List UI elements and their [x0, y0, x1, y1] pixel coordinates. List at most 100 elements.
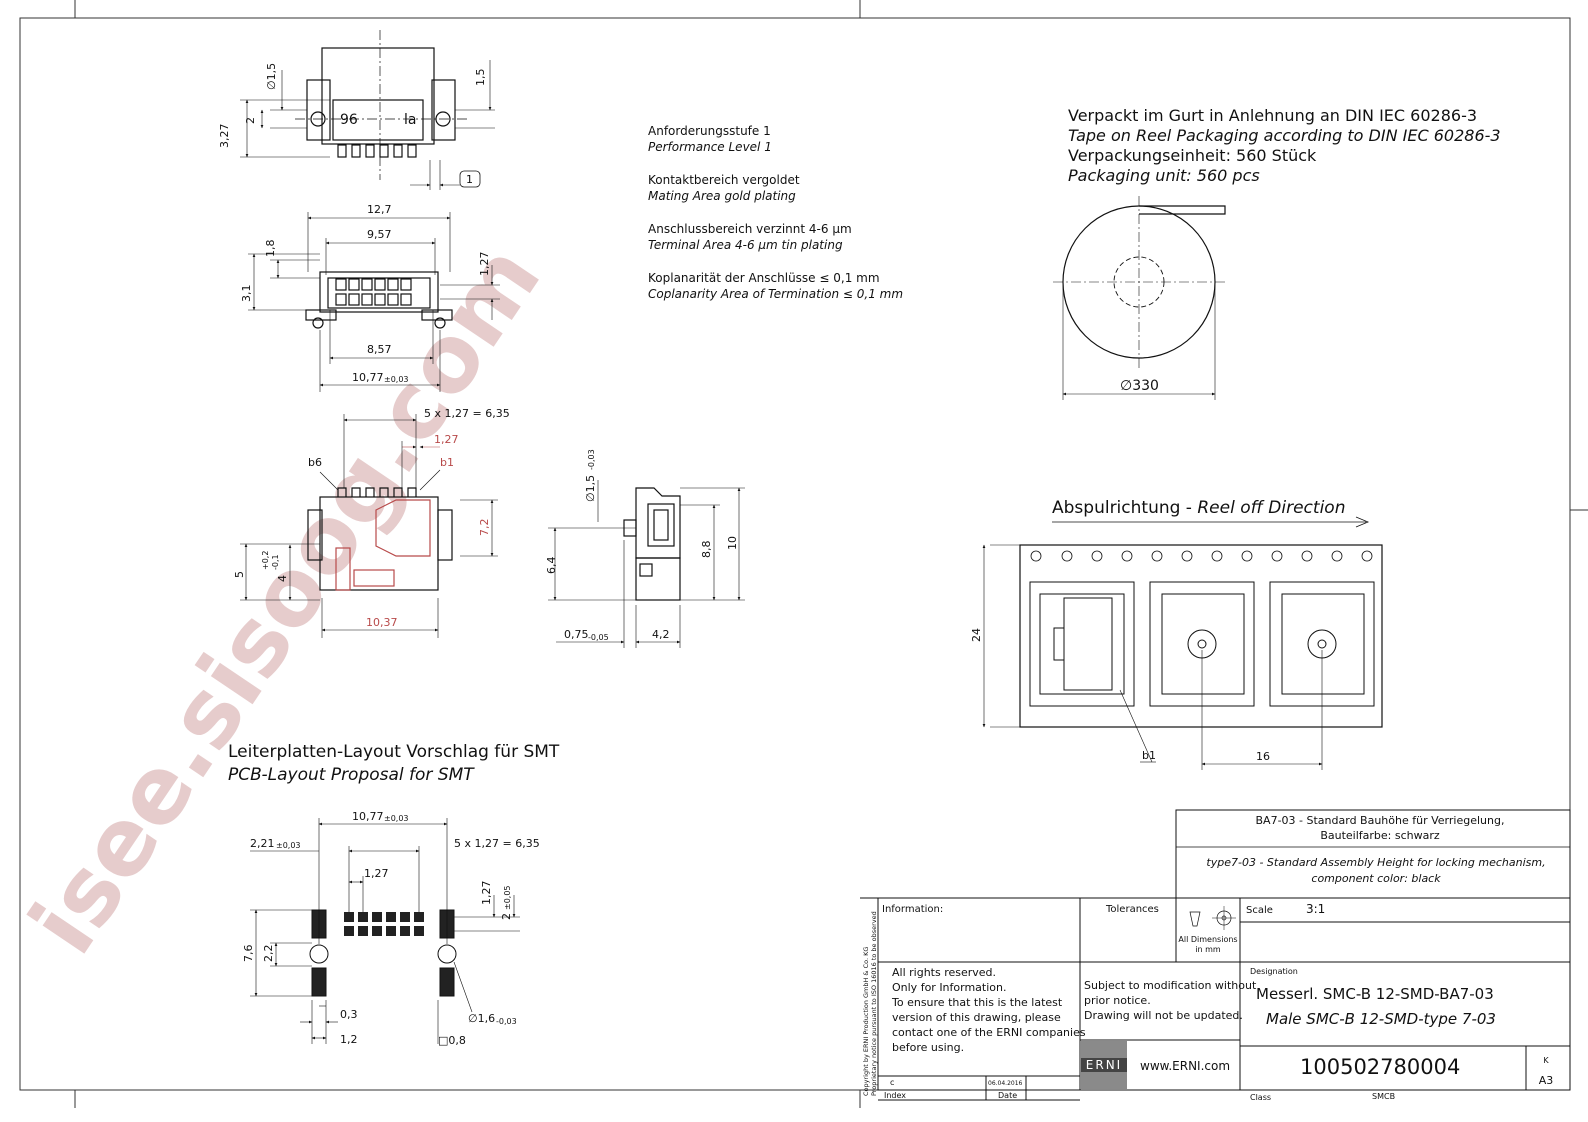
desc-de2: Bauteilfarbe: schwarz: [1320, 829, 1440, 842]
dim-front-857: 8,57: [367, 343, 392, 356]
dim-tape-16: 16: [1256, 750, 1270, 763]
tb-index-label: Index: [884, 1091, 906, 1100]
dim-pcb-03: 0,3: [340, 1008, 358, 1021]
tb-copyright-1: Copyright by ERNI Production GmbH & Co. …: [862, 947, 870, 1096]
label-side-b1: b1: [440, 456, 454, 469]
dim-pcb-12: 1,2: [340, 1033, 358, 1046]
tb-rights-2: Only for Information.: [892, 981, 1007, 994]
dim-pcb-2: 2: [500, 913, 513, 920]
tb-part-number: 100502780004: [1300, 1055, 1460, 1079]
erni-logo-text: ERNI: [1086, 1058, 1122, 1072]
dim-prof-d15: ∅1,5: [584, 475, 597, 502]
tb-all-dim-1: All Dimensions: [1178, 935, 1237, 944]
tape-pocket-2: [1149, 581, 1255, 707]
dim-front-1077-tol: ±0,03: [384, 375, 409, 384]
title-block: [860, 897, 1571, 1101]
dim-side-4-tolp: +0,2: [261, 551, 270, 570]
tb-class-label: Class: [1250, 1093, 1271, 1102]
dim-pcb-221-tol: ±0,03: [276, 841, 301, 850]
tb-designation-en: Male SMC-B 12-SMD-type 7-03: [1266, 1010, 1496, 1028]
profile-view-labels: ∅1,5 -0,03 6,4 8,8 10 0,75 -0,05 4,2: [545, 449, 739, 642]
reel-off-title-de: Abspulrichtung -: [1052, 498, 1197, 518]
tb-designation-de: Messerl. SMC-B 12-SMD-BA7-03: [1256, 985, 1494, 1003]
dim-prof-10: 10: [726, 536, 739, 550]
carrier-tape-labels: 24 16 b1: [970, 628, 1270, 763]
dim-pcb-22: 2,2: [262, 945, 275, 963]
erni-logo: ERNI: [1081, 1041, 1127, 1089]
dim-side-72: 7,2: [478, 519, 491, 537]
pack-de2: Verpackungseinheit: 560 Stück: [1068, 146, 1317, 165]
dim-side-4: 4: [276, 575, 289, 582]
tb-rights-6: before using.: [892, 1041, 964, 1054]
tb-designation-label: Designation: [1250, 967, 1298, 976]
tb-tolerances-label: Tolerances: [1105, 904, 1159, 915]
tb-subject-2: prior notice.: [1084, 994, 1151, 1007]
dim-side-5: 5: [233, 571, 246, 578]
tb-scale-label: Scale: [1246, 905, 1273, 916]
note-3-en: Terminal Area 4-6 µm tin plating: [648, 238, 843, 252]
tb-all-dim-2: in mm: [1195, 945, 1221, 954]
description-box: BA7-03 - Standard Bauhöhe für Verriegelu…: [1175, 809, 1571, 899]
tb-date-label: Date: [998, 1091, 1017, 1100]
pcb-signal-pads: [344, 912, 424, 936]
note-2-en: Mating Area gold plating: [648, 189, 796, 203]
reel-off-title: Abspulrichtung - Reel off Direction: [1052, 498, 1370, 528]
pack-en2: Packaging unit: 560 pcs: [1068, 166, 1260, 185]
top-view-pins: [337, 144, 417, 158]
desc-en1: type7-03 - Standard Assembly Height for …: [1206, 856, 1545, 869]
spec-notes: Anforderungsstufe 1 Performance Level 1 …: [648, 124, 903, 301]
svg-text:Abspulrichtung - Reel off Dire: Abspulrichtung - Reel off Direction: [1052, 498, 1345, 518]
pcb-title-en: PCB-Layout Proposal for SMT: [228, 765, 475, 785]
front-view-contacts: [335, 278, 412, 306]
dim-front-127: 12,7: [367, 203, 392, 216]
carrier-tape: [982, 544, 1383, 770]
top-view-mark-left: 96: [340, 112, 358, 128]
tb-information-label: Information:: [882, 904, 943, 915]
side-view: [240, 414, 498, 638]
pcb-layout-labels: 10,77 ±0,03 2,21 ±0,03 5 x 1,27 = 6,35 1…: [242, 810, 540, 1047]
note-4-en: Coplanarity Area of Termination ≤ 0,1 mm: [648, 287, 903, 301]
dim-pcb-127v: 1,27: [480, 881, 493, 906]
dim-side-pitch: 1,27: [434, 433, 459, 446]
pcb-title-de: Leiterplatten-Layout Vorschlag für SMT: [228, 742, 560, 762]
note-3-de: Anschlussbereich verzinnt 4-6 µm: [648, 222, 852, 236]
desc-de1: BA7-03 - Standard Bauhöhe für Verriegelu…: [1256, 814, 1505, 827]
pcb-layout-drawing: [250, 818, 520, 1044]
dim-top-1: 1: [466, 173, 473, 186]
pcb-hatched-pads: [311, 909, 455, 997]
dim-top-d15: ∅1,5: [265, 63, 278, 90]
dim-side-1037: 10,37: [366, 616, 398, 629]
top-view-mark-right: la: [404, 112, 416, 128]
dim-front-127v: 1,27: [478, 252, 491, 277]
side-view-labels: 5 x 1,27 = 6,35 1,27 b6 b1 7,2 5 4 +0,2 …: [233, 407, 510, 629]
front-view: [248, 212, 500, 392]
label-side-b6: b6: [308, 456, 322, 469]
tape-sprocket-holes: [1030, 550, 1373, 562]
top-view: [240, 30, 495, 190]
dim-front-1077: 10,77: [352, 371, 384, 384]
dim-pcb-221: 2,21: [250, 837, 275, 850]
reel-diameter: ∅330: [1120, 378, 1159, 394]
reel-off-title-en: Reel off Direction: [1197, 498, 1345, 518]
dim-top-2: 2: [244, 117, 257, 124]
dim-pcb-d16: ∅1,6: [468, 1012, 495, 1025]
note-4-de: Koplanarität der Anschlüsse ≤ 0,1 mm: [648, 271, 880, 285]
dim-front-18: 1,8: [264, 240, 277, 258]
tb-rev: K: [1543, 1056, 1549, 1065]
dim-top-327: 3,27: [218, 124, 231, 149]
dim-pcb-1077: 10,77: [352, 810, 384, 823]
dim-prof-d15-tol: -0,03: [587, 449, 596, 470]
tb-subject-3: Drawing will not be updated.: [1084, 1009, 1243, 1022]
dim-pcb-pitch-total: 5 x 1,27 = 6,35: [454, 837, 540, 850]
pack-de1: Verpackt im Gurt in Anlehnung an DIN IEC…: [1068, 106, 1477, 125]
dim-tape-24: 24: [970, 628, 983, 642]
dim-pcb-76: 7,6: [242, 945, 255, 963]
dim-front-957: 9,57: [367, 228, 392, 241]
tb-date-value: 06.04.2016: [988, 1080, 1023, 1087]
tb-copyright-2: Proprietary notice pursuant to ISO 16016…: [870, 911, 878, 1096]
dim-side-pitch-total: 5 x 1,27 = 6,35: [424, 407, 510, 420]
tb-rights-4: version of this drawing, please: [892, 1011, 1061, 1024]
dim-prof-42: 4,2: [652, 628, 670, 641]
dim-pcb-1077-tol: ±0,03: [384, 814, 409, 823]
pcb-layout-title: Leiterplatten-Layout Vorschlag für SMT P…: [228, 742, 560, 785]
